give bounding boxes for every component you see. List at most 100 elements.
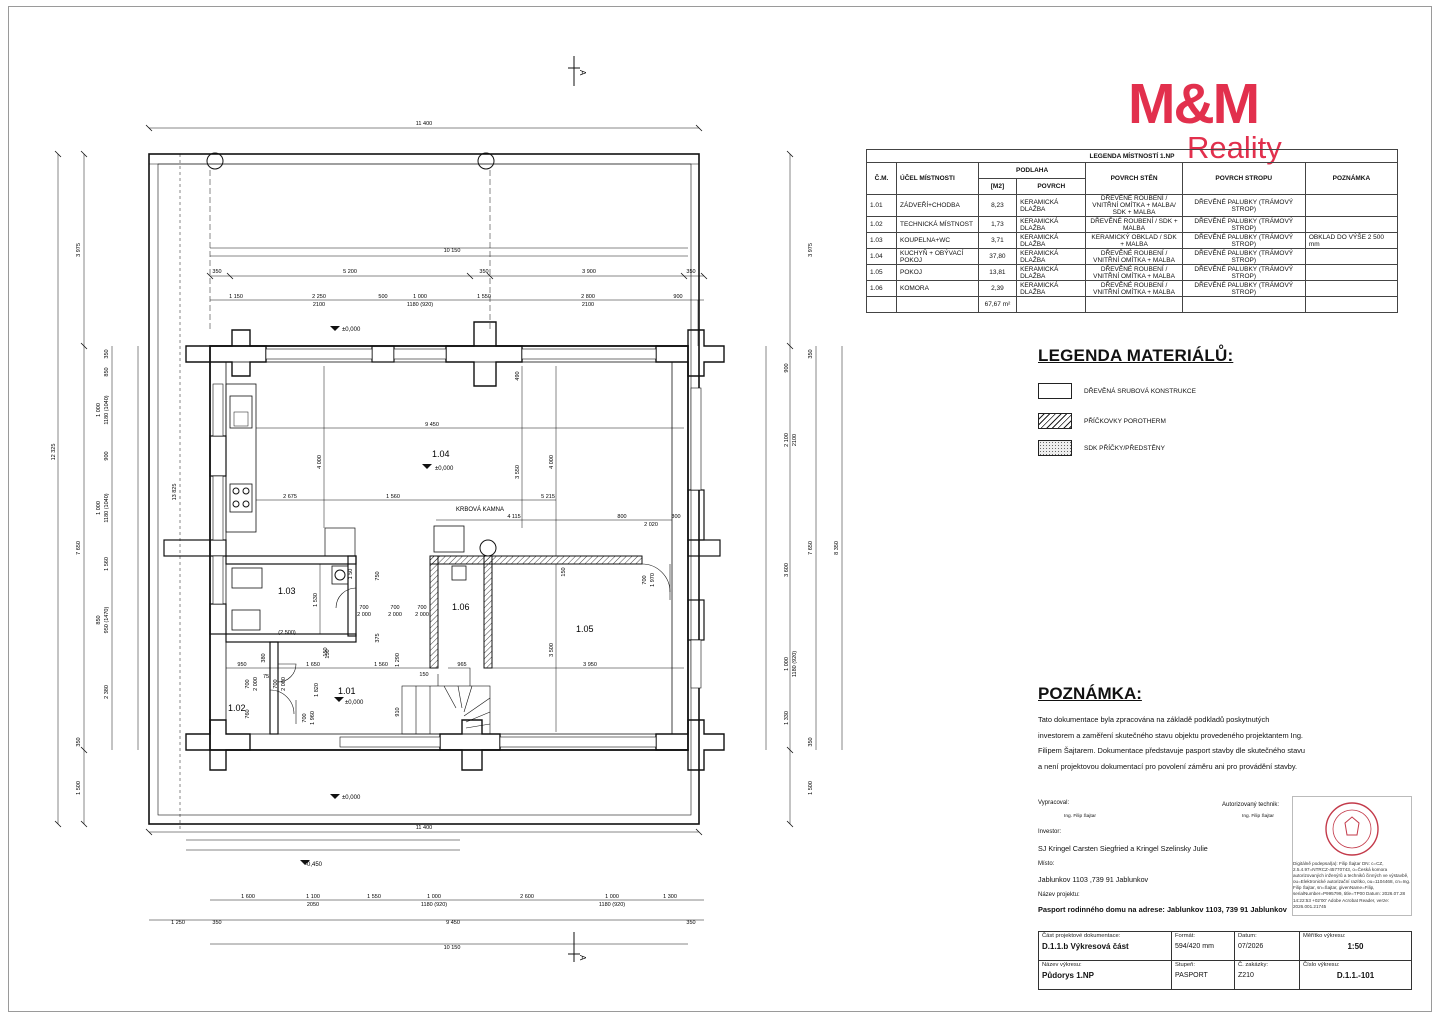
table-cell: DŘEVĚNÉ ROUBENÍ / VNITŘNÍ OMÍTKA + MALBA [1085,264,1183,281]
dim-text: 1 300 [663,894,677,900]
table-cell [1016,296,1087,313]
table-cell: 37,80 [977,248,1018,265]
header-num: Č.M. [865,162,898,195]
dim-text: 12 325 [51,444,57,461]
dim-text: 2100 [792,434,798,446]
table-cell [1304,296,1399,313]
table-cell: KERAMICKÁ DLAŽBA [1016,194,1087,217]
dim-text: 2 000 [415,612,429,618]
room-label-105: 1.05 [576,624,594,634]
header-purpose: ÚČEL MÍSTNOSTI [896,162,979,195]
table-cell: 1.05 [865,264,898,281]
table-cell: DŘEVĚNÉ ROUBENÍ / VNITŘNÍ OMÍTKA + MALBA [1085,248,1183,265]
dim-text: 10 150 [444,248,461,254]
dim-text: 150 [325,649,331,658]
dim-text: 1180 (1040) [104,395,110,424]
dim-text: 1 550 [477,294,491,300]
drawing-number: D.1.1.-101 [1336,971,1375,980]
dim-text: 5 200 [343,269,357,275]
washbasin [331,565,349,585]
dim-text: 900 [104,451,110,460]
header-walls: POVRCH STĚN [1085,162,1183,195]
dim-text: 2 380 [104,685,110,699]
prepared-name: Ing. Filip Šajtar [1064,814,1096,819]
place-label: Místo: [1038,861,1055,867]
room-label-102: 1.02 [228,703,246,713]
dim-text: 150 [419,672,428,678]
dim-text: 2 000 [388,612,402,618]
dim-text: 1180 (920) [599,902,625,908]
dim-text: 1 960 [310,711,316,725]
dim-text: 5 215 [541,494,555,500]
dim-text: 1180 (920) [407,302,433,308]
stage: PASPORT [1175,972,1208,979]
material-item: SDK PŘÍČKY/PŘEDSTĚNY [1038,439,1165,457]
dim-text: 700 [273,679,279,688]
dim-text: 900 [784,363,790,372]
dim-text: 1 000 [96,501,102,515]
note-text: Tato dokumentace byla zpracována na zákl… [1038,715,1306,771]
dim-text: 700 [642,575,648,584]
project-label: Název projektu: [1038,892,1080,898]
room-level-104: ±0,000 [435,466,454,472]
level-triangle [330,326,340,331]
dim-text: 1 560 [374,662,388,668]
table-cell: DŘEVĚNÉ PALUBKY (TRÁMOVÝ STROP) [1181,232,1306,249]
table-cell: KOUPELNA+WC [896,232,979,249]
table-total-row: 67,67 m² [865,296,1399,313]
dim-text: 9 450 [425,422,439,428]
dim-text: 350 [808,349,814,358]
header-floor: PODLAHA [977,162,1087,179]
dim-text: 1180 (1040) [104,493,110,522]
table-cell: KERAMICKÁ DLAŽBA [1016,264,1087,281]
room-label-101: 1.01 [338,686,356,696]
dim-text: 1 650 [306,662,320,668]
table-cell [1304,216,1399,233]
table-cell [1304,264,1399,281]
dim-text: 7 650 [808,541,814,555]
dim-text: 3 900 [582,269,596,275]
header-ceiling: POVRCH STROPU [1181,162,1306,195]
investor: SJ Kringel Carsten Siegfried a Kringel S… [1038,844,1208,853]
table-cell [865,296,898,313]
dim-text: 2 100 [784,433,790,447]
dim-text: 950 [237,662,246,668]
section-mark-bottom: A [578,955,587,961]
dim-text: 1 500 [76,781,82,795]
table-cell [896,296,979,313]
dim-text: 11 400 [416,121,432,127]
dim-text: 1 000 [605,894,619,900]
signature-box [1292,796,1412,916]
dim-text: 1 250 [171,920,185,926]
dim-text: 7 650 [76,541,82,555]
level-mark-top: ±0,000 [342,327,361,333]
room-label-106: 1.06 [452,602,470,612]
dim-text: 1 560 [104,557,110,571]
dim-text: 900 [673,294,682,300]
level-triangle [300,860,310,865]
materials-title: LEGENDA MATERIÁLŮ: [1038,346,1234,365]
dim-text: 350 [808,737,814,746]
section-mark-top: A [578,70,587,76]
authorized-label: Autorizovaný technik: [1222,802,1280,808]
dim-text: 2 000 [357,612,371,618]
dim-text: 2 675 [283,494,297,500]
table-cell: 1.04 [865,248,898,265]
cooktop [229,483,253,513]
dim-text: 1 000 [427,894,441,900]
level-triangle [334,697,344,702]
dim-text: 10 150 [444,945,461,951]
dim-text: 4 000 [549,455,555,469]
dim-text: 350 [686,920,695,926]
kitchen-sink [229,395,253,429]
dim-text: 700 [302,713,308,722]
table-cell: 13,81 [977,264,1018,281]
dim-text: 500 [378,294,387,300]
dim-text: 490 [515,371,521,380]
title-block: Část projektové dokumentace:D.1.1.b Výkr… [1038,931,1412,990]
table-cell: DŘEVĚNÉ PALUBKY (TRÁMOVÝ STROP) [1181,216,1306,233]
